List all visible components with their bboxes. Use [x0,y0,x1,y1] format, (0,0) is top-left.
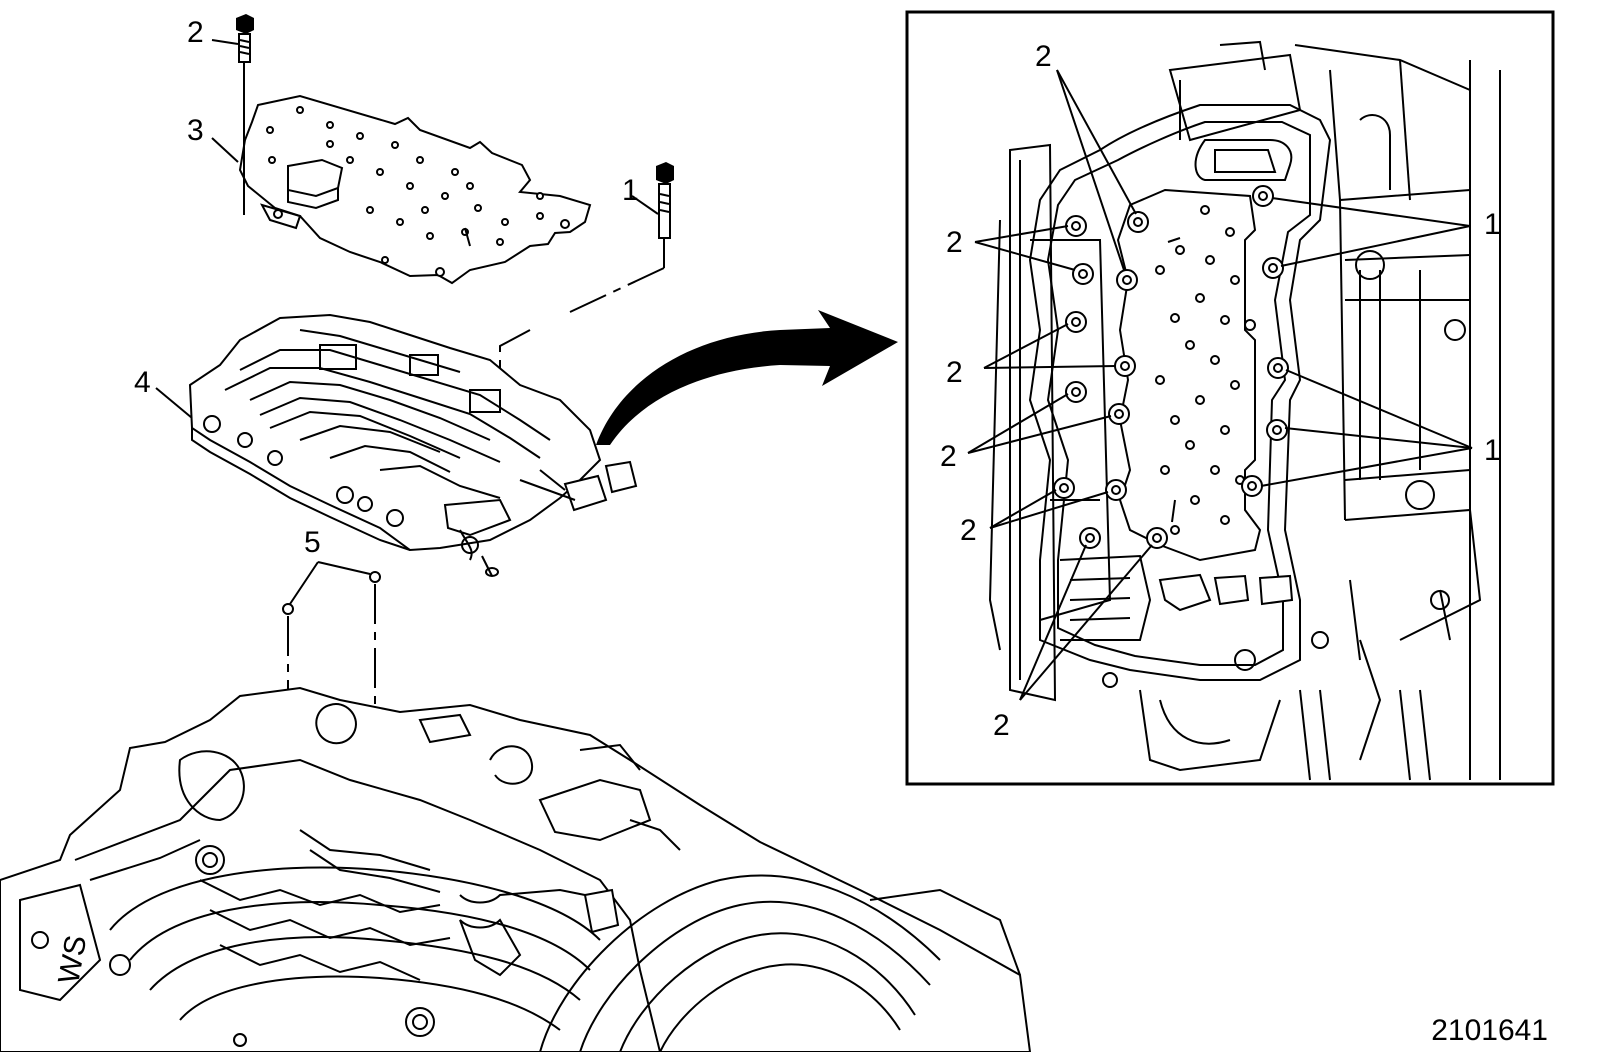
callout-1-middle: 1 [622,174,639,207]
detail-callout-2-bottom: 2 [993,709,1010,742]
callout-3: 3 [187,114,204,147]
bolt-1-middle [499,162,674,398]
detail-bolt-heads [1053,185,1289,549]
detail-callout-2-top: 2 [1035,40,1052,73]
bolt-2-top [236,14,254,215]
transmission-case: WS [0,686,1032,1053]
main-leader-lines [155,39,659,419]
callout-5: 5 [304,526,321,559]
detail-callout-2-d: 2 [960,514,977,547]
detail-callout-2-a: 2 [946,226,963,259]
callout-4: 4 [134,366,151,399]
detail-callout-2-b: 2 [946,356,963,389]
detail-callout-1-top: 1 [1484,208,1501,241]
detail-callout-2-c: 2 [940,440,957,473]
detail-callouts: 2 2 2 2 2 2 1 1 [940,40,1501,742]
valve-body [188,313,638,577]
callout-2-top: 2 [187,16,204,49]
detail-callout-1-bottom: 1 [1484,434,1501,467]
detail-leader-lines [967,69,1473,701]
detail-arrow [596,310,898,445]
figure-code: 2101641 [1431,1014,1548,1047]
spacer-plate [238,94,592,285]
detail-inset [905,10,1555,786]
main-callouts: 2 3 1 4 5 [134,16,639,559]
